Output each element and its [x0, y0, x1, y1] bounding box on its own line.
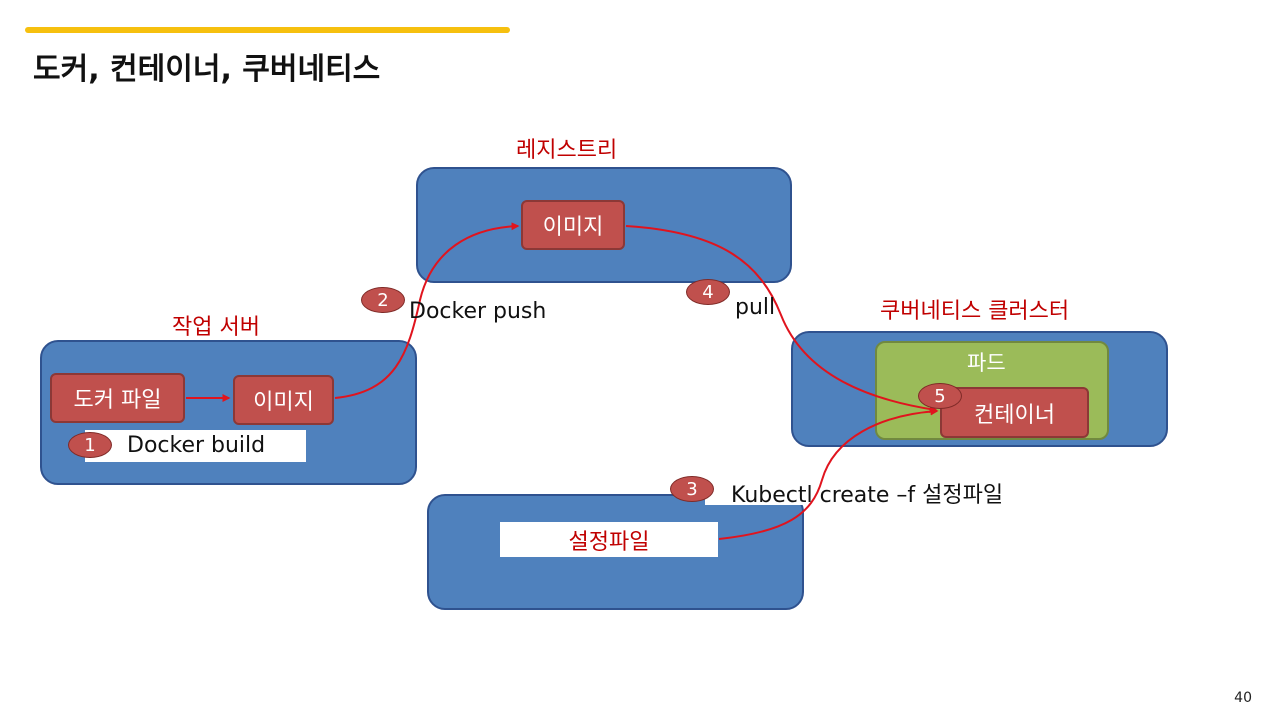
- step-3-text: Kubectl create –f 설정파일: [731, 483, 1004, 508]
- config-file-node: 설정파일: [500, 522, 718, 557]
- page-number: 40: [1234, 690, 1252, 706]
- arrow-pull: [625, 225, 938, 413]
- container-node: 컨테이너: [940, 387, 1089, 438]
- pod-label: 파드: [967, 351, 1006, 375]
- step-4-badge: 4: [686, 279, 730, 305]
- registry-label: 레지스트리: [516, 138, 618, 163]
- dockerfile-node: 도커 파일: [50, 373, 185, 423]
- slide-title: 도커, 컨테이너, 쿠버네티스: [33, 52, 381, 87]
- kubectl-label-backing: [705, 477, 805, 505]
- step-1-text: Docker build: [127, 433, 266, 458]
- arrow-push: [334, 222, 520, 399]
- k8s-cluster-label: 쿠버네티스 클러스터: [880, 299, 1070, 324]
- registry-image-node: 이미지: [521, 200, 625, 250]
- step-3-badge: 3: [670, 476, 714, 502]
- server-image-node: 이미지: [233, 375, 334, 425]
- step-4-text: pull: [735, 295, 776, 320]
- arrow-kubectl-create: [718, 407, 939, 540]
- work-server-label: 작업 서버: [172, 315, 260, 340]
- step-2-badge: 2: [361, 287, 405, 313]
- step-5-badge: 5: [918, 383, 962, 409]
- title-accent-bar: [25, 27, 510, 33]
- step-1-badge: 1: [68, 432, 112, 458]
- step-2-text: Docker push: [409, 299, 547, 324]
- docker-build-box: [85, 430, 306, 462]
